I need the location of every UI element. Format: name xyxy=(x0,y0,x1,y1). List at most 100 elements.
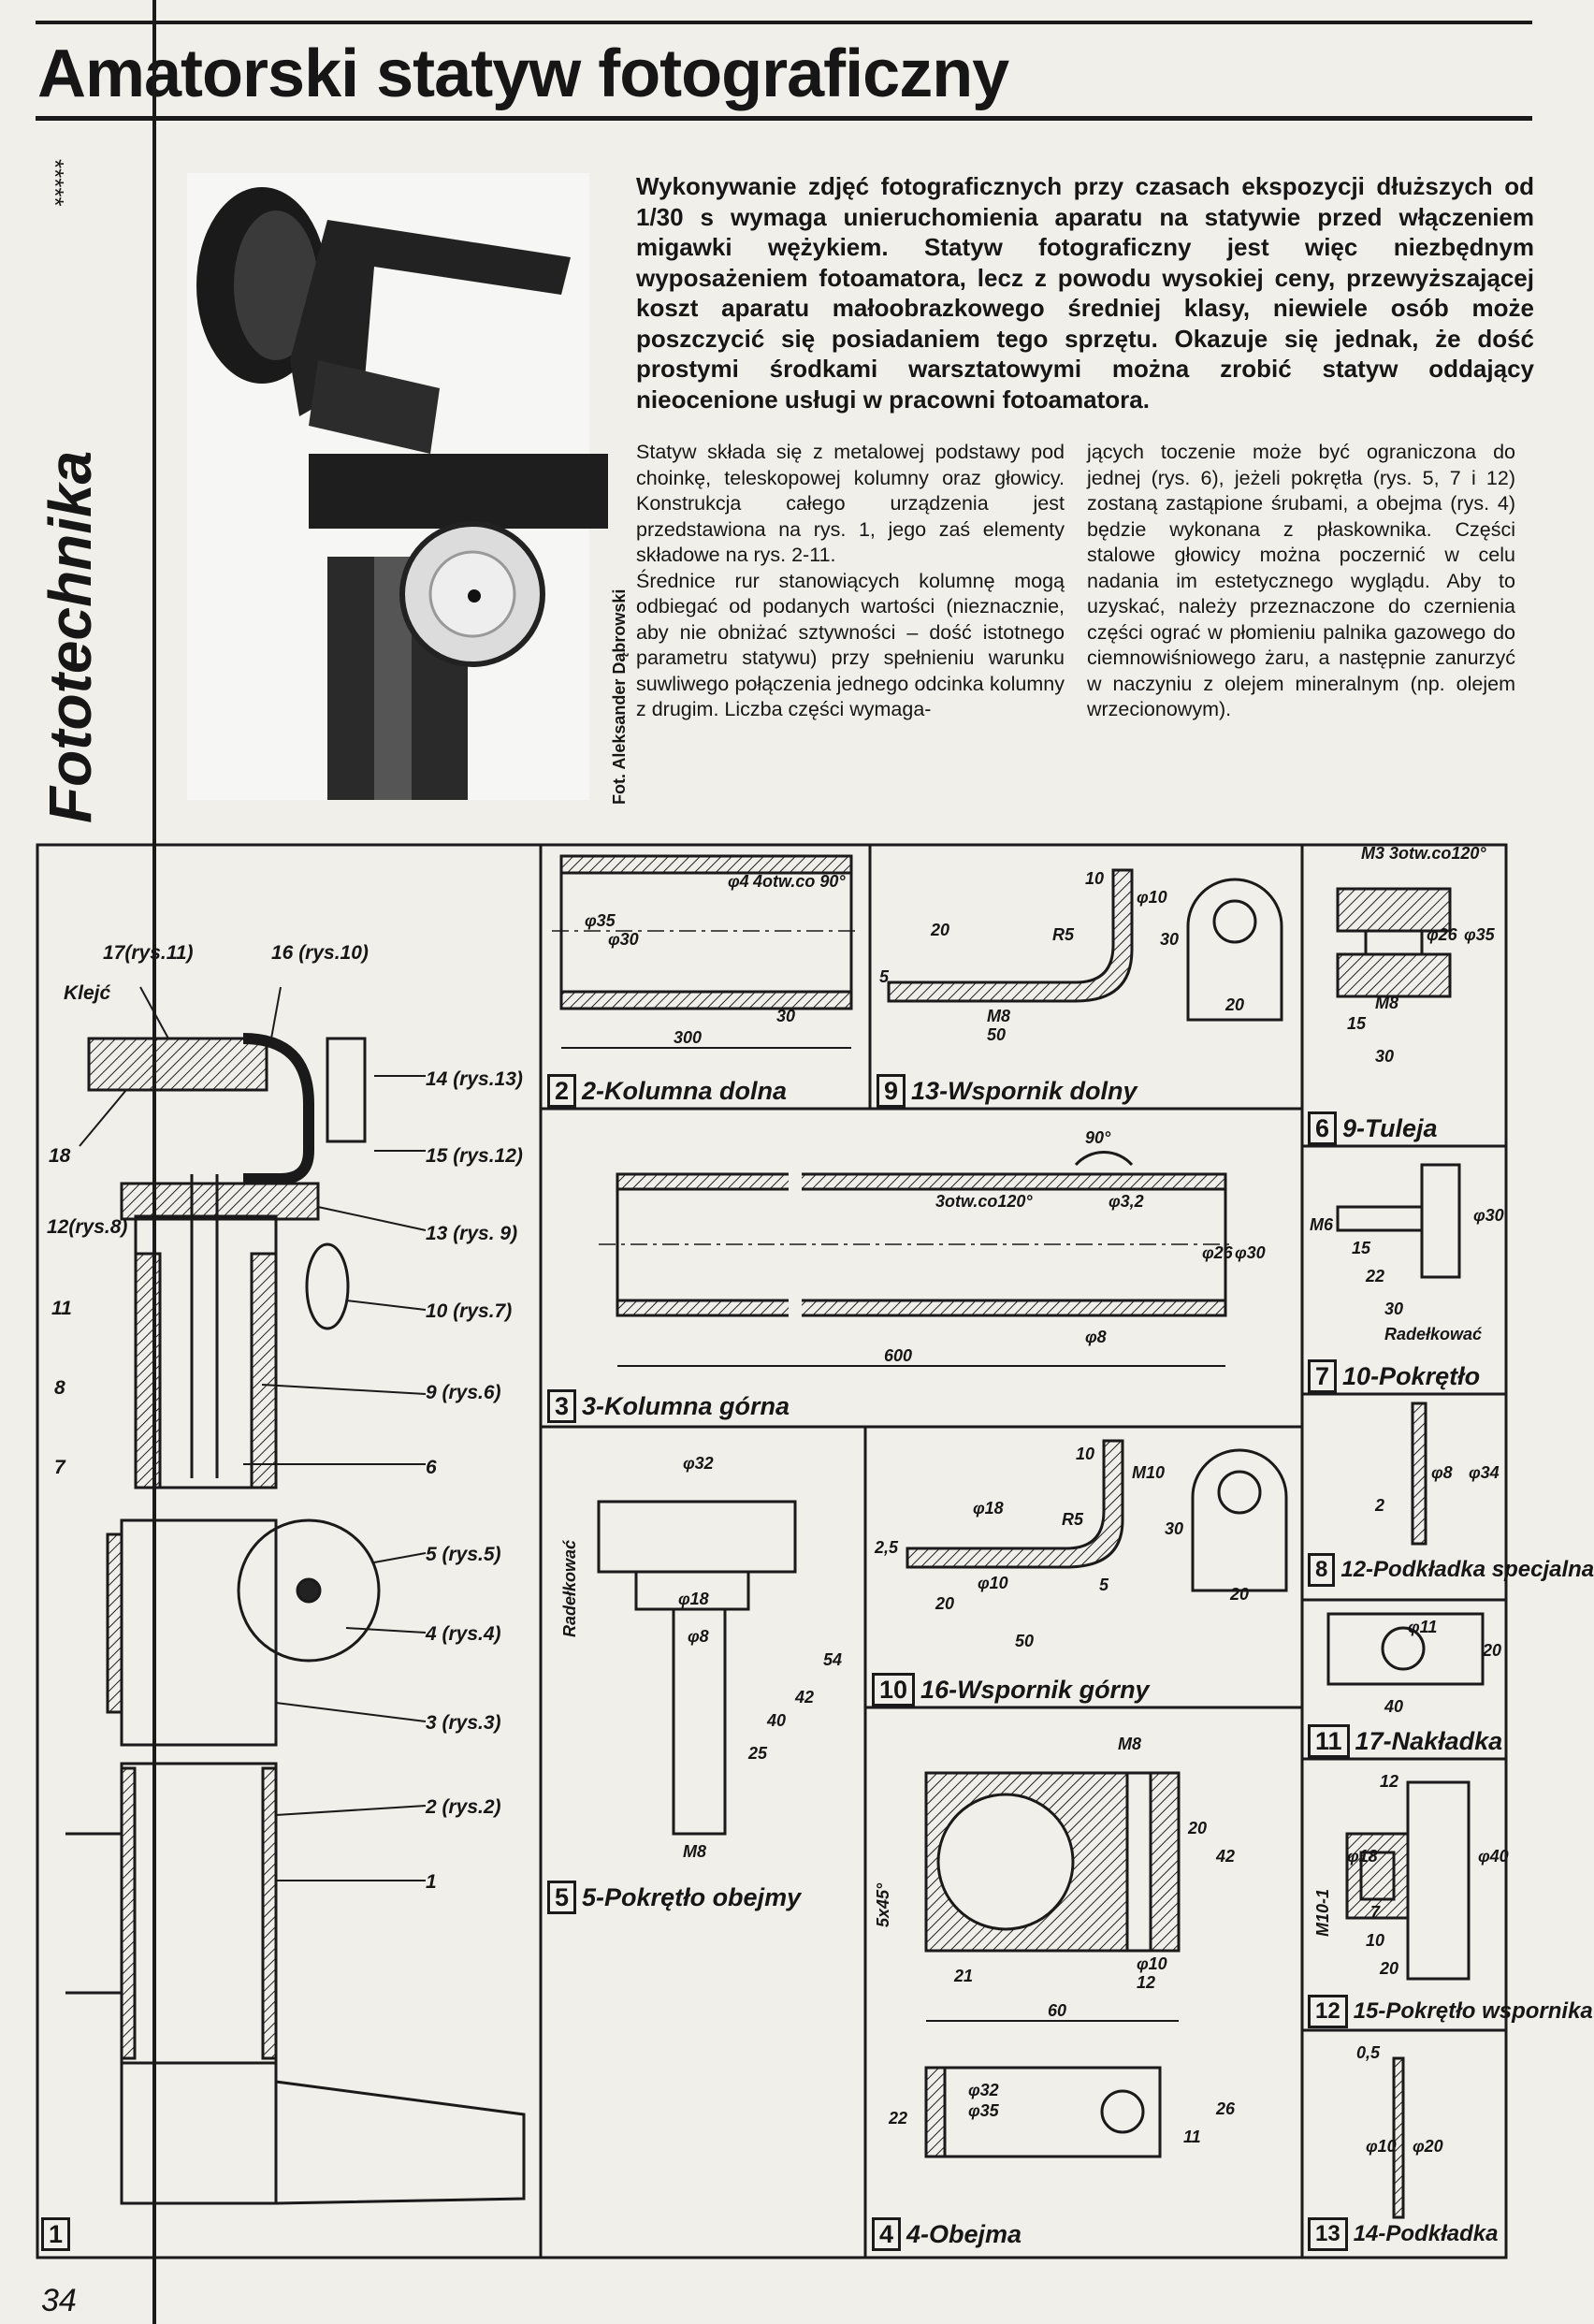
fig13-dim: φ10 xyxy=(1366,2137,1397,2156)
fig2-number: 2 xyxy=(547,1074,577,1108)
fig8-dim: φ8 xyxy=(1431,1463,1453,1482)
fig3-dim: 600 xyxy=(884,1346,912,1365)
fig9-drawing xyxy=(887,868,1283,1022)
fig10-drawing xyxy=(906,1439,1288,1592)
fig4-dim: 26 xyxy=(1215,2099,1236,2118)
fig11-dim: 20 xyxy=(1482,1641,1501,1660)
assembly-label-17: 17(rys.11) xyxy=(103,942,194,964)
fig4-dim: 42 xyxy=(1215,1847,1235,1866)
fig3-drawing xyxy=(599,1151,1235,1367)
fig3-number: 3 xyxy=(547,1389,577,1423)
fig10-dim: 20 xyxy=(935,1594,954,1613)
fig2-dim: φ30 xyxy=(608,930,639,949)
assembly-label-7: 7 xyxy=(54,1457,66,1478)
fig6-dim: 30 xyxy=(1375,1047,1394,1066)
fig5-number: 5 xyxy=(547,1881,577,1914)
fig5-dim: φ18 xyxy=(678,1590,709,1608)
assembly-drawing xyxy=(65,986,526,2205)
fig6-title: 9-Tuleja xyxy=(1342,1114,1438,1142)
fig13-dim: φ20 xyxy=(1413,2137,1443,2156)
sidebar-divider xyxy=(152,0,156,2324)
fig8-dim: 2 xyxy=(1374,1496,1384,1515)
fig4-dim: 11 xyxy=(1183,2128,1201,2146)
fig7-title: 10-Pokrętło xyxy=(1342,1362,1481,1390)
fig7-dim: Radełkować xyxy=(1384,1325,1482,1344)
fig4-dim: 5x45° xyxy=(874,1882,892,1927)
fig3-dim: φ26 xyxy=(1202,1243,1234,1262)
fig12-dim: M10-1 xyxy=(1313,1889,1332,1937)
assembly-label-11: 11 xyxy=(51,1298,72,1319)
fig11-title: 17-Nakładka xyxy=(1355,1727,1503,1755)
fig3-title: 3-Kolumna górna xyxy=(582,1392,790,1420)
fig4-dim: 22 xyxy=(888,2109,907,2128)
assembly-label-6: 6 xyxy=(426,1457,437,1478)
fig10-dim: 30 xyxy=(1165,1519,1183,1538)
fig10-title: 16-Wspornik górny xyxy=(920,1676,1150,1704)
assembly-label-18: 18 xyxy=(49,1145,71,1167)
fig4-title: 4-Obejma xyxy=(906,2220,1022,2248)
fig6-dim: φ26 xyxy=(1427,925,1458,944)
fig3-dim: 3otw.co120° xyxy=(935,1192,1033,1211)
fig8-drawing xyxy=(1411,1402,1427,1546)
fig6-dim: M3 3otw.co120° xyxy=(1361,844,1486,863)
fig13-title: 14-Podkładka xyxy=(1353,2221,1499,2246)
fig5-dim: 54 xyxy=(823,1650,842,1669)
fig2-dim: 4otw.co 90° xyxy=(752,872,846,891)
article-title: Amatorski statyw fotograficzny xyxy=(37,36,1009,111)
assembly-label-2: 2 (rys.2) xyxy=(425,1796,501,1818)
fig5-dim: Radełkować xyxy=(560,1540,579,1637)
assembly-label-12: 12(rys.8) xyxy=(47,1216,127,1238)
assembly-label-4: 4 (rys.4) xyxy=(425,1623,501,1645)
fig3-dim: φ30 xyxy=(1235,1243,1266,1262)
fig11-dim: 40 xyxy=(1384,1697,1403,1716)
fig1-caption: 1 xyxy=(41,2217,76,2251)
fig9-dim: 10 xyxy=(1085,869,1104,888)
fig6-dim: M8 xyxy=(1375,994,1398,1012)
fig2-dim: φ4 xyxy=(728,872,749,891)
title-top-rule xyxy=(36,21,1532,24)
fig4-dim: φ35 xyxy=(968,2101,1000,2120)
fig4-dim: M8 xyxy=(1118,1735,1141,1753)
fig1-number: 1 xyxy=(41,2217,71,2251)
fig6-drawing xyxy=(1336,887,1452,998)
fig12-dim: 10 xyxy=(1366,1931,1384,1950)
fig8-dim: φ34 xyxy=(1469,1463,1500,1482)
assembly-label-9: 9 (rys.6) xyxy=(426,1382,501,1403)
rating-stars: ***** xyxy=(41,159,69,207)
fig4-dim: φ10 xyxy=(1137,1954,1167,1973)
fig10-dim: 50 xyxy=(1015,1632,1034,1650)
fig9-dim: R5 xyxy=(1052,925,1075,944)
fig5-dim: M8 xyxy=(683,1842,706,1861)
fig5-dim: φ8 xyxy=(688,1627,709,1646)
assembly-label-14: 14 (rys.13) xyxy=(426,1068,523,1090)
body-column-2: jących toczenie może być ograniczona do … xyxy=(1087,440,1515,723)
fig12-dim: φ18 xyxy=(1347,1847,1378,1866)
assembly-label-10: 10 (rys.7) xyxy=(426,1300,512,1322)
fig9-title: 13-Wspornik dolny xyxy=(911,1077,1138,1105)
fig2-dim: 300 xyxy=(674,1028,702,1047)
fig5-title: 5-Pokrętło obejmy xyxy=(582,1883,802,1911)
assembly-label-3: 3 (rys.3) xyxy=(426,1712,501,1734)
fig10-dim: φ10 xyxy=(978,1574,1008,1592)
fig3-dim: φ3,2 xyxy=(1109,1192,1144,1211)
fig4-dim: 60 xyxy=(1048,2001,1066,2020)
fig8-number: 8 xyxy=(1308,1553,1336,1587)
fig12-dim: 7 xyxy=(1370,1903,1381,1922)
body-column-1: Statyw składa się z metalowej podstawy p… xyxy=(636,440,1065,723)
fig13-number: 13 xyxy=(1308,2217,1348,2251)
fig9-dim: 50 xyxy=(987,1025,1006,1044)
technical-drawing-sheet: 17(rys.11) 16 (rys.10) Klejć 14 (rys.13)… xyxy=(36,843,1509,2259)
fig10-dim: 10 xyxy=(1076,1445,1094,1463)
tripod-head-photo xyxy=(187,173,608,800)
lead-paragraph: Wykonywanie zdjęć fotograficznych przy c… xyxy=(636,172,1534,414)
assembly-label-5: 5 (rys.5) xyxy=(426,1544,501,1565)
fig13-dim: 0,5 xyxy=(1356,2043,1381,2062)
